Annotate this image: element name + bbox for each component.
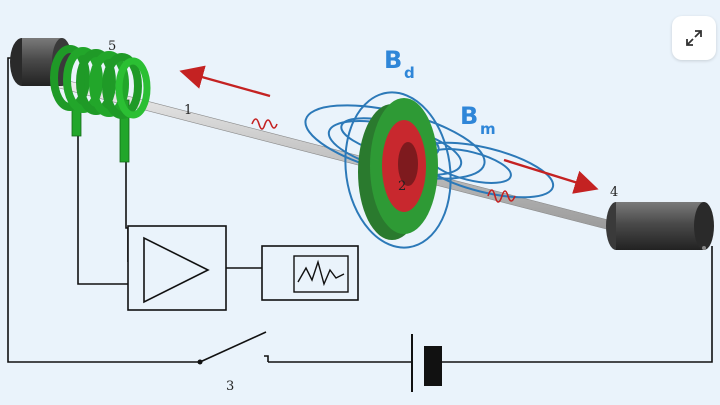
switch bbox=[197, 331, 267, 365]
pickup-coil bbox=[50, 45, 151, 163]
label-bd-sub: d bbox=[404, 64, 415, 82]
label-ring: 2 bbox=[398, 179, 406, 194]
label-magnet: 4 bbox=[610, 185, 618, 200]
expand-button[interactable] bbox=[672, 16, 716, 60]
label-bm-sub: m bbox=[480, 120, 496, 138]
magnetic-ring bbox=[358, 98, 438, 240]
expand-arrows-icon bbox=[686, 30, 702, 46]
battery bbox=[411, 334, 442, 392]
label-rod: 1 bbox=[184, 103, 192, 118]
circuit-wires bbox=[7, 57, 713, 363]
label-bd: B bbox=[384, 46, 402, 74]
amplifier bbox=[127, 225, 227, 311]
label-coil: 5 bbox=[108, 39, 116, 54]
wave-packets bbox=[251, 118, 516, 203]
left-cylinder bbox=[10, 38, 72, 86]
label-switch: 3 bbox=[226, 379, 234, 394]
direction-arrows bbox=[179, 65, 599, 194]
label-bm: B bbox=[460, 102, 478, 130]
right-cylinder bbox=[606, 202, 714, 250]
oscilloscope bbox=[261, 245, 359, 301]
